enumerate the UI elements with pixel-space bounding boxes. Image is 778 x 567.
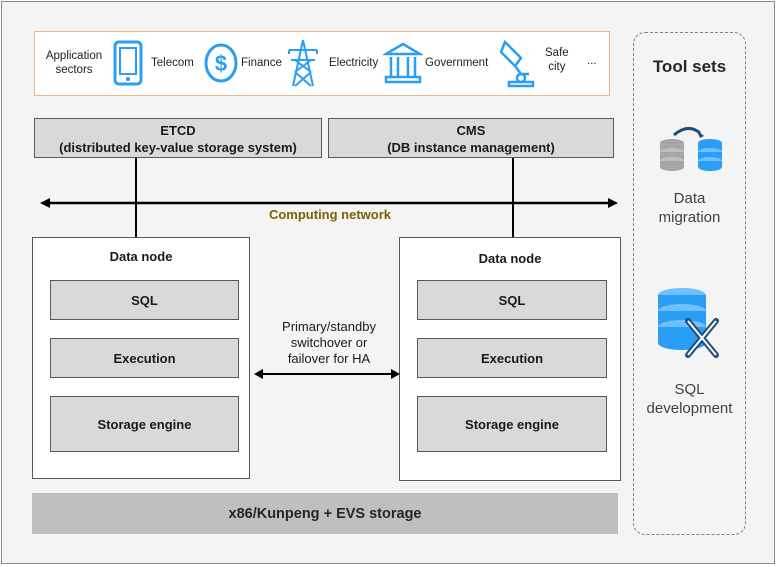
sectors-more-ellipsis: ... [587,55,597,67]
data-node-left-execution: Execution [50,338,239,378]
base-storage-bar: x86/Kunpeng + EVS storage [32,493,618,534]
etcd-subtitle: (distributed key-value storage system) [59,140,297,155]
camera-icon [499,39,535,88]
cms-connector-line [512,158,514,238]
sql-development-icon [658,288,719,358]
tool-sets-title: Tool sets [652,57,727,76]
svg-text:$: $ [215,51,227,76]
cms-title: CMS [456,123,486,138]
tool-sets-panel: Tool sets Data migration [633,32,746,535]
data-node-right: Data node SQL Execution Storage engine [399,237,621,481]
sql-development-label: SQL development [634,380,745,418]
data-node-right-sql: SQL [417,280,607,320]
cms-subtitle: (DB instance management) [387,140,555,155]
ha-label-line-1: Primary/standby [282,319,376,334]
data-node-left: Data node SQL Execution Storage engine [32,237,250,479]
data-migration-label: Data migration [634,189,745,227]
computing-network-arrow [40,198,618,208]
etcd-box: ETCD (distributed key-value storage syst… [34,118,322,158]
sectors-label: Application sectors [40,49,108,77]
sector-finance-label: Finance [241,57,282,69]
sql-development-line-1: SQL [674,381,705,398]
safe-city-line-1: Safe [545,47,569,59]
dollar-icon: $ [204,43,238,83]
ha-label: Primary/standby switchover or failover f… [258,319,400,367]
sector-safe-city-label: Safe city [545,46,569,74]
data-migration-line-2: migration [658,209,721,226]
sector-telecom-label: Telecom [151,57,194,69]
sectors-label-line-2: sectors [55,64,93,76]
data-node-left-title: Data node [109,249,173,264]
computing-network-label: Computing network [268,207,392,222]
safe-city-line-2: city [548,61,566,73]
data-node-right-title: Data node [478,251,542,266]
data-migration-icon [660,127,722,171]
government-building-icon [383,42,423,84]
data-node-right-execution: Execution [417,338,607,378]
ha-label-line-3: failover for HA [287,351,371,366]
etcd-title: ETCD [160,123,196,138]
application-sectors-bar: Application sectors Telecom $ Finance El… [34,31,610,96]
power-tower-icon [288,39,318,87]
sectors-label-line-1: Application [45,50,103,62]
etcd-connector-line [135,158,137,238]
sql-development-line-2: development [646,400,733,417]
data-node-left-storage-engine: Storage engine [50,396,239,452]
data-node-right-storage-engine: Storage engine [417,396,607,452]
data-node-left-sql: SQL [50,280,239,320]
sector-government-label: Government [425,57,489,69]
sector-electricity-label: Electricity [329,57,379,69]
ha-arrow [254,369,400,379]
cms-box: CMS (DB instance management) [328,118,614,158]
tablet-icon [113,40,143,86]
ha-label-line-2: switchover or [290,335,368,350]
data-migration-line-1: Data [673,190,706,207]
